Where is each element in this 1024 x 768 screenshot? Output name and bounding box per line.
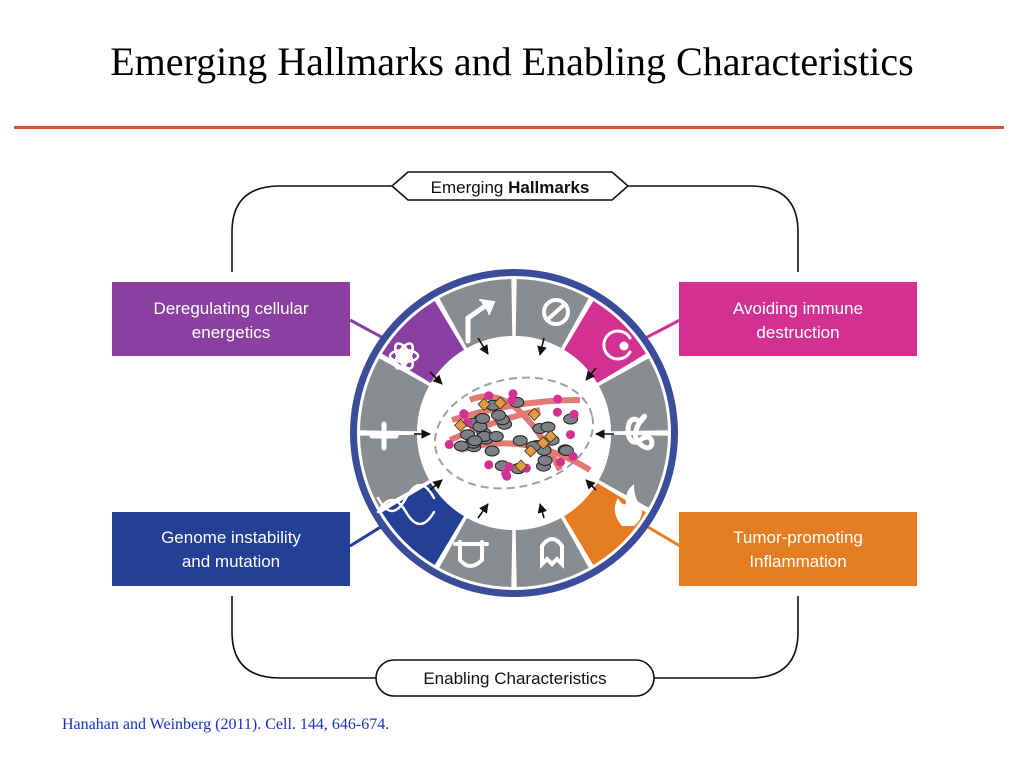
invasion-metastasis-icon xyxy=(540,537,564,569)
svg-text:destruction: destruction xyxy=(756,323,839,342)
enabling-characteristics-label: Enabling Characteristics xyxy=(375,659,655,697)
cancer-cell xyxy=(475,412,491,424)
segment-inflammation xyxy=(563,482,647,566)
segment-cell-death-b xyxy=(360,358,430,432)
immune-cell xyxy=(459,409,469,419)
svg-text:Avoiding immune: Avoiding immune xyxy=(733,299,863,318)
box-tumor-promoting-inflammation: Tumor-promoting Inflammation xyxy=(679,512,917,586)
segment-immortality-b xyxy=(598,434,668,508)
hallmarks-wheel xyxy=(350,269,678,597)
top-connector-line xyxy=(231,185,799,272)
segment-immortality-a xyxy=(598,358,668,432)
immune-cell xyxy=(553,394,563,404)
svg-text:energetics: energetics xyxy=(192,323,270,342)
box-genome-instability: Genome instability and mutation xyxy=(112,512,350,586)
box-avoiding-immune-destruction: Avoiding immune destruction xyxy=(679,282,917,356)
segment-angiogenesis xyxy=(439,517,513,587)
fibroblast-cell xyxy=(527,407,541,421)
svg-text:Deregulating cellular: Deregulating cellular xyxy=(154,299,309,318)
immune-cell xyxy=(444,439,454,449)
cancer-cell xyxy=(558,445,574,457)
cancer-cell xyxy=(491,409,507,421)
fibroblast-cell xyxy=(477,397,491,411)
immune-cell xyxy=(484,460,494,470)
fibroblast-cell xyxy=(536,436,550,450)
replicative-immortality-icon xyxy=(625,413,655,451)
fibroblast-cell xyxy=(524,444,538,458)
citation: Hanahan and Weinberg (2011). Cell. 144, … xyxy=(62,716,390,733)
cancer-cell xyxy=(467,435,483,447)
bottom-connector-line xyxy=(231,596,799,679)
cancer-cell xyxy=(512,435,528,447)
title-divider xyxy=(14,126,1004,129)
immune-cell xyxy=(484,391,494,401)
box-deregulating-energetics: Deregulating cellular energetics xyxy=(112,282,350,356)
emerging-hallmarks-label: Emerging Hallmarks xyxy=(390,171,630,201)
immune-cell xyxy=(568,451,578,461)
immune-cell xyxy=(566,430,576,440)
inward-arrows xyxy=(414,337,614,519)
fibroblast-cell xyxy=(493,396,507,410)
segment-metastasis xyxy=(515,517,589,587)
fibroblast-cell xyxy=(514,459,528,473)
svg-text:Inflammation: Inflammation xyxy=(749,552,846,571)
immune-cell xyxy=(552,407,562,417)
angiogenesis-icon xyxy=(453,540,489,568)
cancer-cell xyxy=(540,421,556,433)
svg-text:Genome instability: Genome instability xyxy=(161,528,301,547)
cancer-cell xyxy=(537,454,553,466)
tumor-microenvironment xyxy=(433,376,595,490)
page-title: Emerging Hallmarks and Enabling Characte… xyxy=(110,39,914,84)
evading-suppressors-icon xyxy=(542,298,570,326)
fibroblast-cell xyxy=(453,418,468,432)
svg-text:Emerging Hallmarks: Emerging Hallmarks xyxy=(431,178,590,197)
cancer-cell xyxy=(484,445,500,457)
immune-cell xyxy=(569,409,579,419)
immune-cell xyxy=(508,389,518,399)
energetics-icon xyxy=(388,342,420,370)
immune-cell xyxy=(555,457,565,467)
immune-cell xyxy=(507,395,517,405)
cancer-cell xyxy=(488,431,504,443)
cancer-cell xyxy=(453,440,469,452)
svg-text:Tumor-promoting: Tumor-promoting xyxy=(733,528,863,547)
immune-cell xyxy=(502,471,512,481)
resisting-cell-death-icon xyxy=(369,421,399,451)
immune-cell xyxy=(504,462,514,472)
dna-icon xyxy=(376,483,436,526)
flame-icon xyxy=(614,484,643,526)
svg-text:and mutation: and mutation xyxy=(182,552,280,571)
immune-cell-icon xyxy=(602,329,632,361)
sustaining-proliferation-icon xyxy=(465,299,496,344)
svg-text:Enabling Characteristics: Enabling Characteristics xyxy=(423,669,606,688)
fibroblast-cell xyxy=(544,429,558,443)
